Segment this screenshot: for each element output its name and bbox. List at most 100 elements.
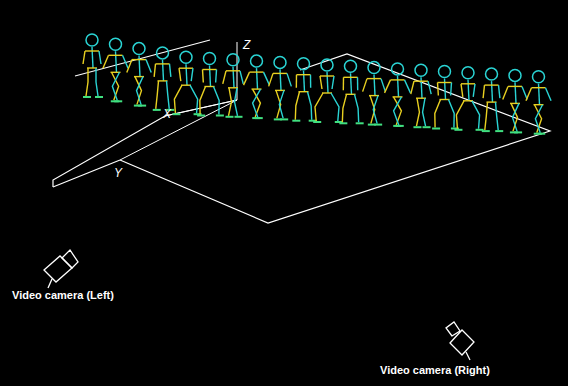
figure-head — [86, 34, 98, 46]
figure-limb — [85, 50, 99, 51]
figure-limb — [304, 71, 305, 92]
figure-limb — [499, 85, 500, 98]
stick-figure — [127, 43, 151, 106]
figure-limb — [526, 88, 532, 101]
figure-limb — [344, 77, 358, 78]
floor-outline — [120, 54, 550, 223]
figure-head — [462, 67, 474, 79]
figure-limb — [385, 80, 391, 93]
figure-limb — [244, 72, 250, 85]
figure-limb — [416, 98, 419, 126]
figure-foot — [396, 125, 404, 127]
figure-limb — [357, 77, 359, 90]
figure-limb — [398, 76, 399, 97]
figure-limb — [535, 105, 542, 133]
figure-limb — [363, 79, 367, 92]
figure-limb — [190, 85, 198, 113]
figure-foot — [413, 126, 421, 128]
figure-limb — [461, 83, 475, 84]
figure-limb — [233, 67, 234, 88]
stick-figure — [432, 66, 459, 129]
stick-figure — [313, 59, 343, 122]
figure-limb — [355, 94, 359, 122]
figure-head — [439, 66, 451, 78]
figure-limb — [394, 97, 402, 125]
figure-limb — [167, 81, 170, 109]
figure-limb — [215, 70, 217, 83]
figure-limb — [370, 96, 375, 124]
figure-limb — [92, 47, 93, 68]
figure-head — [204, 53, 216, 65]
figure-limb — [156, 81, 159, 109]
figure-foot — [356, 122, 364, 124]
camera-body — [450, 330, 474, 355]
figure-limb — [170, 64, 171, 77]
figure-limb — [456, 101, 464, 129]
figure-limb — [112, 72, 119, 100]
figure-limb — [112, 72, 119, 100]
figure-limb — [310, 75, 312, 88]
figure-foot — [339, 122, 347, 124]
figure-foot — [495, 130, 503, 132]
figure-head — [509, 69, 521, 81]
figure-limb — [228, 88, 231, 116]
figure-limb — [320, 76, 322, 89]
figure-foot — [95, 96, 103, 98]
camera-lens — [62, 250, 78, 268]
stick-figure — [292, 58, 316, 121]
figure-limb — [320, 75, 334, 76]
figure-limb — [186, 64, 187, 85]
stick-figure — [363, 62, 386, 125]
figure-limb — [532, 87, 546, 88]
figure-limb — [435, 100, 441, 128]
figure-head — [298, 58, 310, 70]
figure-limb — [449, 100, 455, 128]
figure-limb — [546, 88, 552, 101]
figure-limb — [179, 67, 193, 68]
figure-limb — [156, 63, 170, 64]
stick-figure — [153, 47, 175, 110]
figure-limb — [257, 68, 258, 89]
figure-limb — [405, 80, 411, 93]
stick-figure — [503, 69, 528, 132]
stick-figure — [244, 55, 270, 118]
figure-limb — [331, 93, 339, 121]
figure-limb — [109, 55, 123, 56]
stick-figure — [172, 51, 201, 114]
figure-limb — [210, 66, 211, 87]
stick-figure — [83, 34, 103, 97]
figure-limb — [123, 55, 129, 68]
figure-limb — [483, 85, 484, 98]
figure-limb — [202, 70, 204, 83]
stick-figures — [83, 34, 551, 134]
figure-head — [415, 64, 427, 76]
figure-limb — [200, 87, 206, 115]
figure-limb — [253, 89, 261, 117]
figure-foot — [482, 130, 490, 132]
figure-limb — [273, 73, 287, 74]
stick-figure — [269, 56, 292, 119]
figure-head — [227, 54, 239, 66]
figure-limb — [411, 81, 414, 94]
camera-body — [44, 256, 72, 282]
figure-limb — [472, 101, 480, 129]
figure-foot — [255, 117, 263, 119]
camera-label: Video camera (Left) — [12, 289, 114, 301]
figure-limb — [315, 93, 323, 121]
figure-head — [251, 55, 263, 67]
figure-limb — [96, 68, 98, 96]
figure-foot — [313, 121, 321, 123]
figure-limb — [351, 73, 352, 94]
figure-limb — [179, 68, 181, 81]
figure-limb — [373, 96, 378, 124]
figure-limb — [83, 51, 85, 64]
figure-limb — [496, 102, 499, 130]
figure-foot — [280, 118, 288, 120]
stick-figure — [223, 54, 243, 117]
axes — [120, 42, 237, 160]
figure-limb — [86, 68, 88, 96]
figure-limb — [99, 51, 101, 64]
figure-limb — [437, 83, 439, 96]
figure-foot — [235, 116, 243, 118]
camera-lens — [446, 322, 460, 336]
